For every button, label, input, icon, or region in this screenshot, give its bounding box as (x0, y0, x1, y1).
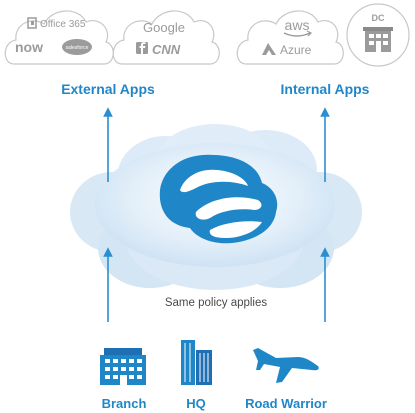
datacenter-label: DC (372, 13, 385, 23)
datacenter-circle: DC (346, 3, 410, 67)
office365-label: Office 365 (40, 19, 86, 30)
now-logo-text: now (15, 39, 43, 55)
road-warrior-label: Road Warrior (245, 396, 327, 411)
cloud-outline (236, 10, 344, 65)
saas-cloud-two: Google CNN (112, 10, 220, 65)
google-logo-text: Google (143, 20, 185, 35)
iaas-cloud: aws Azure (236, 10, 344, 65)
airplane-icon (253, 348, 319, 383)
salesforce-icon: salesforce (62, 39, 92, 55)
facebook-icon (136, 42, 148, 54)
cloud-security-logo-icon (159, 154, 278, 244)
saas-cloud-one: Office 365 now salesforce (4, 10, 114, 65)
hq-label: HQ (186, 396, 206, 411)
azure-logo-text: Azure (280, 43, 312, 57)
cnn-logo-text: CNN (152, 42, 181, 57)
salesforce-logo-text: salesforce (66, 45, 89, 51)
office365-icon (27, 17, 37, 29)
external-apps-title: External Apps (61, 81, 155, 97)
hq-tower-icon (181, 340, 212, 385)
aws-smile-icon (283, 32, 311, 37)
branch-building-icon (100, 348, 146, 385)
datacenter-building-icon (363, 27, 393, 52)
azure-icon (262, 43, 276, 55)
internal-apps-title: Internal Apps (281, 81, 370, 97)
aws-logo-text: aws (285, 17, 310, 33)
branch-label: Branch (102, 396, 147, 411)
policy-text: Same policy applies (165, 297, 268, 309)
